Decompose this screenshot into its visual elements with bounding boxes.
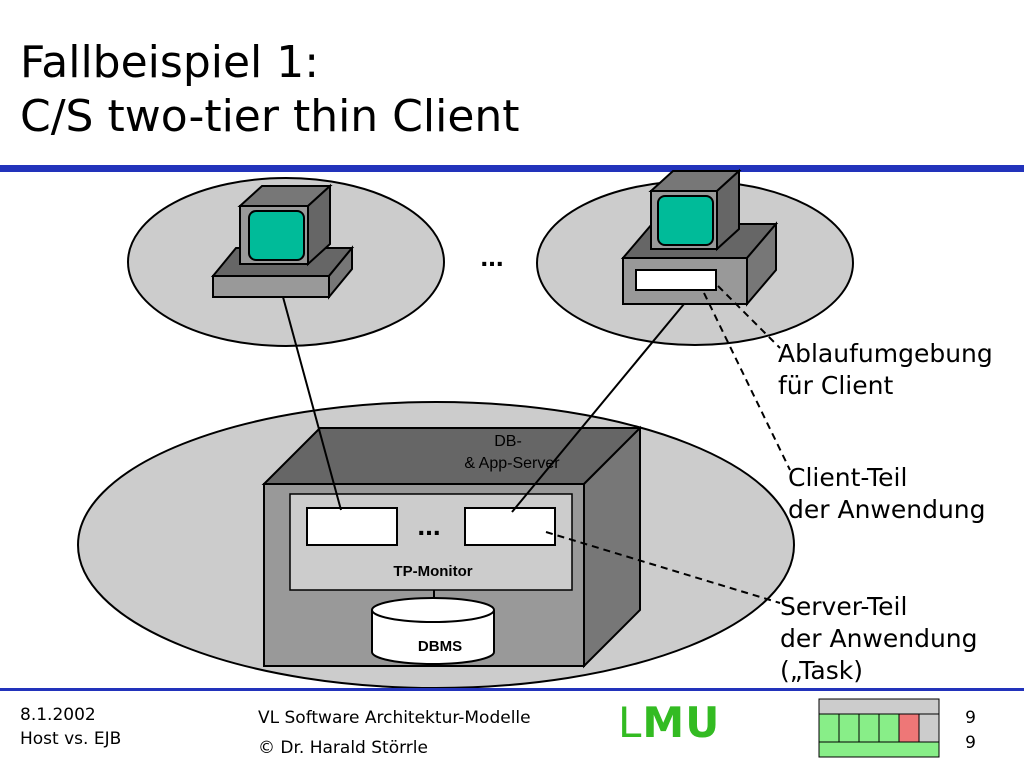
title-line-1: Fallbeispiel 1: bbox=[20, 37, 320, 88]
server-box bbox=[261, 425, 643, 669]
title-line-2: C/S two-tier thin Client bbox=[20, 91, 520, 142]
client-part-annotation-line bbox=[703, 292, 791, 471]
progress-cell bbox=[878, 713, 900, 743]
client-part-annotation-line-2: der Anwendung bbox=[788, 495, 986, 524]
progress-cell bbox=[818, 713, 840, 743]
server-part-annotation-line-2: der Anwendung bbox=[780, 624, 978, 653]
footer-topic: Host vs. EJB bbox=[20, 729, 122, 749]
client-runtime-box bbox=[635, 269, 717, 291]
progress-cell bbox=[838, 713, 860, 743]
footer-date: 8.1.2002 bbox=[20, 705, 96, 725]
server-part-annotation-line-3: („Task) bbox=[780, 656, 863, 685]
footer-course: VL Software Architektur-Modelle bbox=[258, 708, 531, 728]
slide-progress-indicator bbox=[818, 698, 940, 758]
footer-copyright: © Dr. Harald Störrle bbox=[258, 738, 428, 758]
server-part-annotation-line bbox=[545, 531, 781, 604]
title-divider bbox=[0, 165, 1024, 172]
dbms-label: DBMS bbox=[418, 638, 462, 655]
footer-divider bbox=[0, 688, 1024, 691]
lmu-logo: LMU bbox=[618, 700, 720, 746]
page-number: 9 bbox=[965, 708, 976, 728]
tp-monitor-label: TP-Monitor bbox=[393, 563, 472, 580]
server-part-annotation: Server-Teil der Anwendung („Task) bbox=[780, 591, 978, 687]
slide-title: Fallbeispiel 1: C/S two-tier thin Client bbox=[20, 36, 520, 144]
client-2-connection bbox=[511, 303, 685, 513]
progress-cell bbox=[898, 713, 920, 743]
runtime-annotation-line-1: Ablaufumgebung bbox=[778, 339, 993, 368]
footer-left: 8.1.2002 Host vs. EJB bbox=[20, 703, 121, 751]
client-1-connection bbox=[282, 296, 342, 511]
server-label-line-2: & App-Server bbox=[464, 455, 560, 472]
footer-center: VL Software Architektur-Modelle © Dr. Ha… bbox=[258, 703, 531, 763]
runtime-annotation-line bbox=[717, 285, 781, 349]
client-1-computer-icon bbox=[210, 183, 355, 300]
server-ellipsis: ... bbox=[417, 510, 440, 541]
dbms-cylinder bbox=[371, 597, 495, 665]
task-box-2 bbox=[464, 507, 556, 546]
client-part-annotation-line-1: Client-Teil bbox=[788, 463, 908, 492]
lmu-logo-mu: MU bbox=[642, 698, 721, 747]
server-part-annotation-line-1: Server-Teil bbox=[780, 592, 908, 621]
client-part-annotation: Client-Teil der Anwendung bbox=[788, 462, 986, 526]
runtime-annotation-line-2: für Client bbox=[778, 371, 894, 400]
task-box-1 bbox=[306, 507, 398, 546]
server-label-line-1: DB- bbox=[494, 433, 522, 450]
lmu-logo-l: L bbox=[618, 698, 643, 747]
page-total: 9 bbox=[965, 733, 976, 753]
top-ellipsis: ... bbox=[480, 241, 503, 272]
runtime-annotation: Ablaufumgebung für Client bbox=[778, 338, 993, 402]
progress-cell bbox=[858, 713, 880, 743]
page-counter: 9 9 bbox=[962, 706, 976, 756]
client-2-computer-icon bbox=[620, 168, 779, 307]
